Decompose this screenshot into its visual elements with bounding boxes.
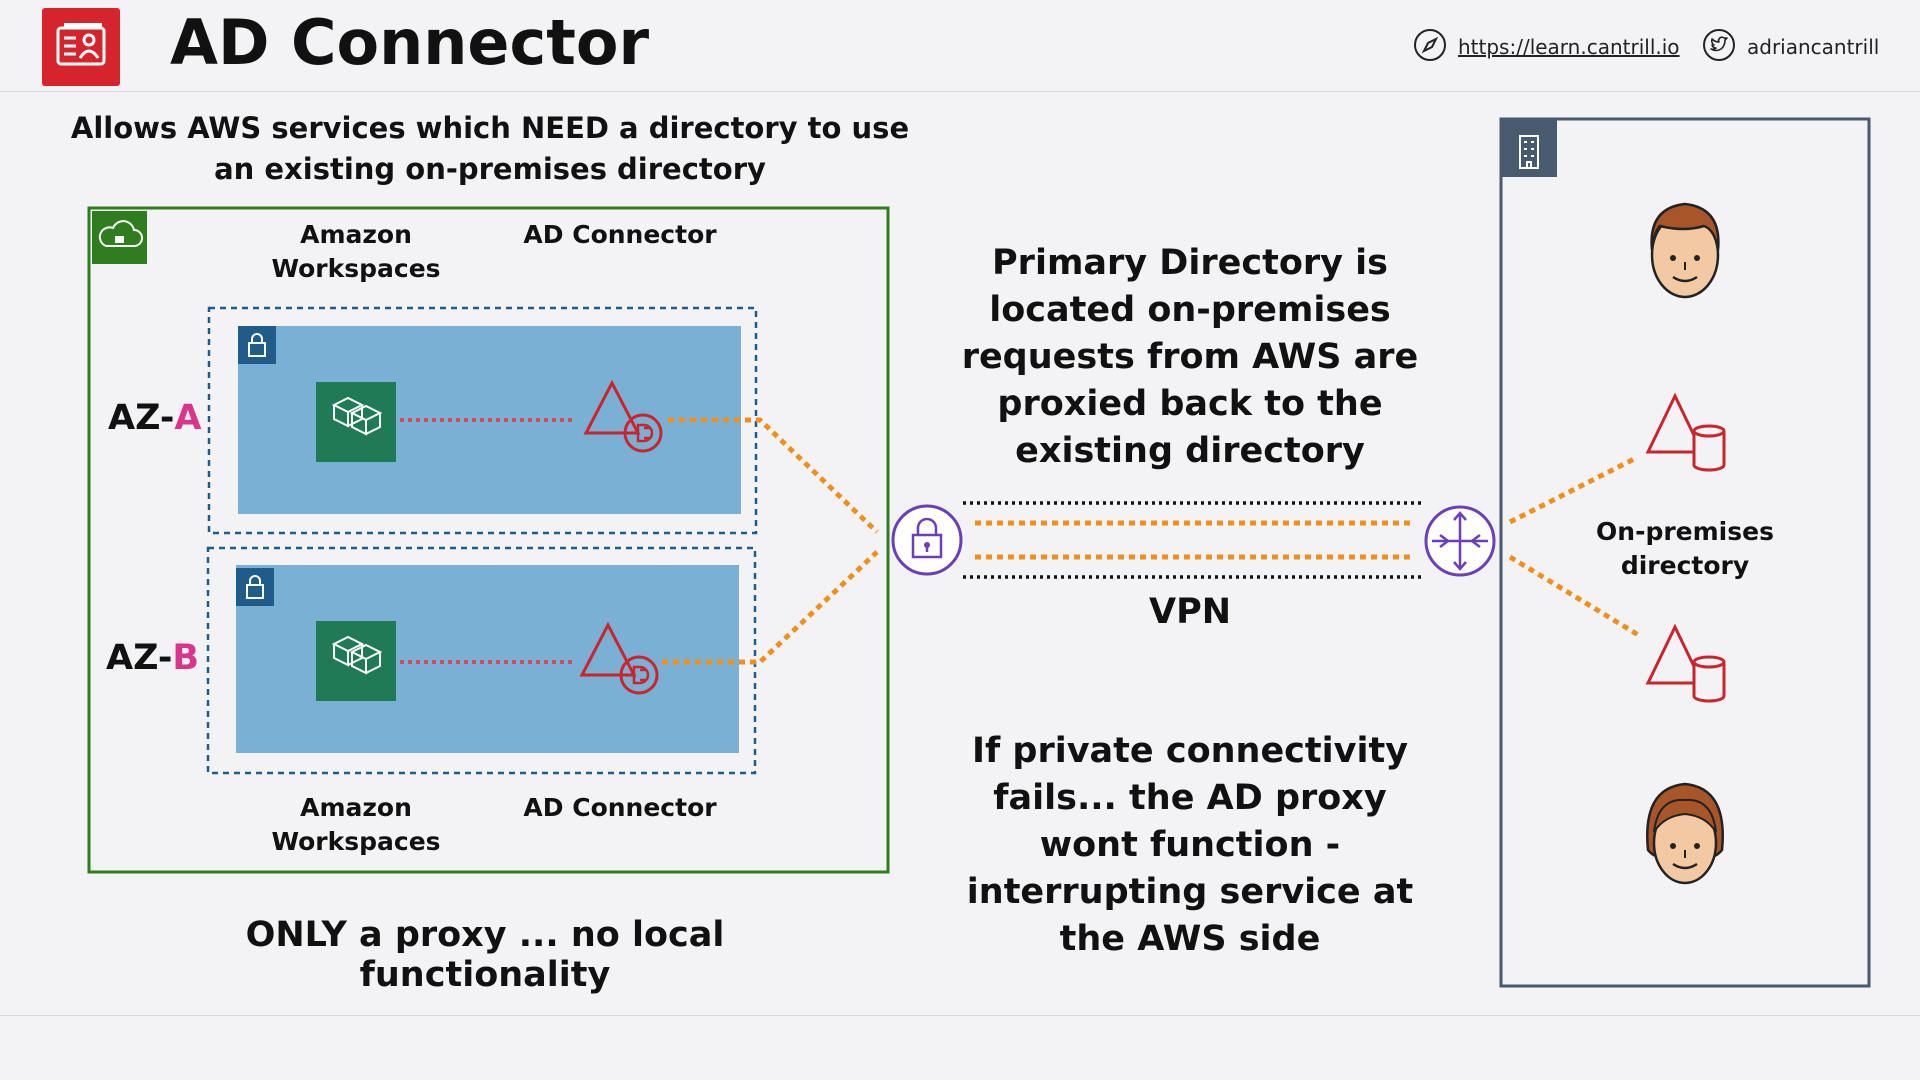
subnet-a-lock-icon [238, 326, 276, 364]
primary-directory-note: Primary Directory is located on-premises… [961, 243, 1419, 471]
page-title: AD Connector [170, 6, 650, 79]
workspaces-a-icon [316, 382, 396, 462]
failure-note: If private connectivity fails... the AD … [966, 731, 1414, 959]
footer-divider [0, 1015, 1920, 1016]
directory-server-2-icon [1645, 623, 1726, 703]
header-divider [0, 91, 1920, 92]
aws-cloud-region [87, 206, 890, 874]
workspaces-top-label: Amazon Workspaces [271, 220, 441, 283]
workspaces-bottom-label: Amazon Workspaces [271, 793, 441, 856]
az-a-label: AZ-A [108, 398, 202, 438]
workspaces-b-icon [316, 621, 396, 701]
subnet-b-lock-icon [236, 568, 274, 606]
directory-server-1-icon [1645, 392, 1726, 472]
website-link[interactable]: https://learn.cantrill.io [1458, 35, 1680, 59]
proxy-note: ONLY a proxy ... no local functionality [245, 915, 725, 995]
connector-bottom-label: AD Connector [523, 793, 717, 822]
ad-connector-a-icon [583, 379, 663, 453]
az-b-label: AZ-B [106, 638, 200, 678]
connector-a-to-vpn-link [668, 417, 879, 534]
on-premises-directory-label: On-premises directory [1596, 517, 1774, 580]
ad-connector-b-icon [579, 621, 659, 695]
subtitle: Allows AWS services which NEED a directo… [70, 111, 910, 186]
aws-cloud-icon [92, 211, 147, 264]
directory-card-icon [42, 8, 120, 86]
router-to-directory-1-link [1508, 455, 1638, 525]
subnet-b [236, 565, 739, 753]
router-to-directory-2-link [1508, 554, 1642, 639]
vpn-gateway-icon [891, 504, 963, 576]
twitter-bird-icon [1703, 29, 1735, 61]
customer-gateway-icon [1424, 505, 1496, 577]
vpn-label: VPN [1148, 592, 1232, 632]
corporate-building-icon [1502, 120, 1557, 177]
on-premises-boundary [1499, 117, 1871, 988]
connector-top-label: AD Connector [523, 220, 717, 249]
compass-icon [1414, 29, 1446, 61]
twitter-handle[interactable]: adriancantrill [1747, 35, 1880, 59]
user-male-icon [1650, 202, 1720, 299]
az-b-boundary [206, 546, 757, 775]
user-female-icon [1646, 782, 1724, 885]
az-a-boundary [207, 306, 758, 535]
